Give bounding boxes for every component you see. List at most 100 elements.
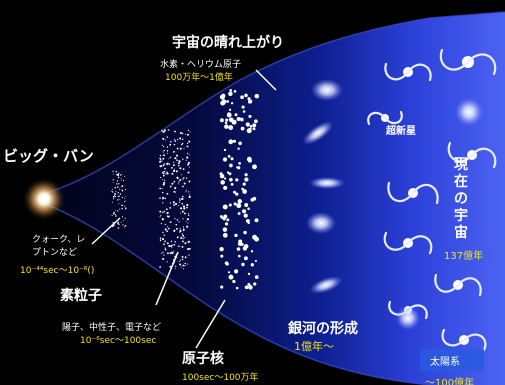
particle bbox=[185, 221, 187, 223]
particle bbox=[250, 263, 254, 267]
particle bbox=[177, 162, 180, 165]
particle bbox=[164, 223, 166, 226]
clearing-label: 宇宙の晴れ上がり bbox=[172, 35, 284, 51]
particle bbox=[173, 138, 176, 140]
particle bbox=[249, 124, 253, 128]
particle bbox=[169, 221, 172, 223]
particle bbox=[172, 164, 175, 167]
particle bbox=[181, 233, 183, 235]
particle bbox=[177, 205, 179, 207]
particle bbox=[242, 182, 246, 186]
particle bbox=[179, 259, 181, 261]
particle bbox=[234, 269, 239, 274]
particle bbox=[123, 180, 125, 182]
particle bbox=[173, 169, 176, 172]
particle bbox=[179, 231, 181, 233]
particle bbox=[242, 246, 248, 251]
particle bbox=[242, 189, 247, 194]
particle bbox=[124, 217, 126, 219]
particle bbox=[226, 112, 232, 118]
particle bbox=[112, 182, 114, 184]
particle bbox=[116, 180, 119, 182]
particle bbox=[173, 150, 175, 153]
particle bbox=[114, 193, 116, 194]
particle bbox=[180, 237, 183, 240]
quark-time-label: 10⁻⁴⁴sec〜10⁻⁶() bbox=[20, 266, 95, 276]
particle bbox=[173, 130, 176, 132]
particle bbox=[222, 227, 228, 232]
particle bbox=[171, 247, 173, 249]
particle bbox=[121, 204, 123, 207]
particle bbox=[254, 236, 259, 242]
particle bbox=[166, 252, 169, 255]
particle bbox=[117, 186, 119, 188]
particle bbox=[254, 218, 259, 223]
particle bbox=[225, 262, 229, 266]
particle bbox=[118, 203, 120, 205]
particle bbox=[234, 113, 238, 117]
particle bbox=[228, 108, 232, 111]
particle bbox=[169, 202, 172, 204]
particle bbox=[165, 173, 167, 175]
big-bang-label: ビッグ・バン bbox=[3, 147, 94, 165]
particle bbox=[165, 208, 168, 211]
particle bbox=[236, 166, 239, 169]
particle bbox=[228, 125, 234, 131]
particle bbox=[171, 244, 173, 247]
particle bbox=[176, 159, 178, 162]
particle bbox=[182, 234, 185, 237]
particle bbox=[163, 210, 166, 213]
particle bbox=[186, 225, 189, 228]
particle bbox=[162, 183, 165, 186]
particle bbox=[166, 163, 168, 166]
particle bbox=[125, 207, 127, 209]
particle bbox=[174, 168, 176, 170]
particle bbox=[188, 194, 190, 196]
particle bbox=[124, 224, 127, 227]
particle bbox=[183, 177, 185, 179]
particle bbox=[171, 252, 174, 255]
particle bbox=[172, 201, 175, 204]
particle bbox=[163, 254, 165, 256]
particle bbox=[232, 139, 237, 143]
particle-cloud-3 bbox=[219, 88, 260, 290]
particle bbox=[162, 231, 164, 234]
particle bbox=[114, 213, 116, 215]
particle bbox=[164, 139, 166, 141]
bright-galaxies bbox=[396, 98, 483, 330]
particle bbox=[113, 212, 115, 215]
particle bbox=[185, 177, 188, 179]
particle bbox=[121, 207, 123, 209]
particle bbox=[223, 214, 228, 219]
particle bbox=[176, 219, 179, 221]
particle bbox=[159, 216, 161, 218]
particle bbox=[164, 167, 166, 170]
particle bbox=[160, 222, 163, 225]
particle bbox=[179, 179, 182, 181]
particle bbox=[164, 240, 166, 243]
particle bbox=[248, 99, 253, 104]
particle bbox=[119, 208, 121, 210]
particle bbox=[220, 254, 224, 258]
particle bbox=[121, 216, 124, 218]
particle bbox=[166, 242, 169, 245]
particle bbox=[187, 248, 190, 251]
particle bbox=[247, 272, 251, 276]
particle bbox=[125, 209, 127, 210]
particle bbox=[221, 93, 226, 98]
particle bbox=[247, 97, 251, 101]
particle bbox=[186, 142, 189, 145]
particle bbox=[182, 228, 185, 231]
nucleon-time-label: 10⁻⁶sec〜100sec bbox=[80, 336, 157, 346]
particle bbox=[227, 155, 231, 158]
particle bbox=[121, 189, 124, 192]
particle bbox=[169, 156, 172, 159]
particle bbox=[170, 245, 172, 247]
particle bbox=[226, 171, 230, 174]
particle bbox=[179, 230, 182, 233]
particle bbox=[237, 254, 241, 258]
particle bbox=[189, 131, 191, 133]
particle bbox=[114, 187, 116, 189]
particle bbox=[161, 218, 165, 221]
particle bbox=[182, 238, 184, 240]
